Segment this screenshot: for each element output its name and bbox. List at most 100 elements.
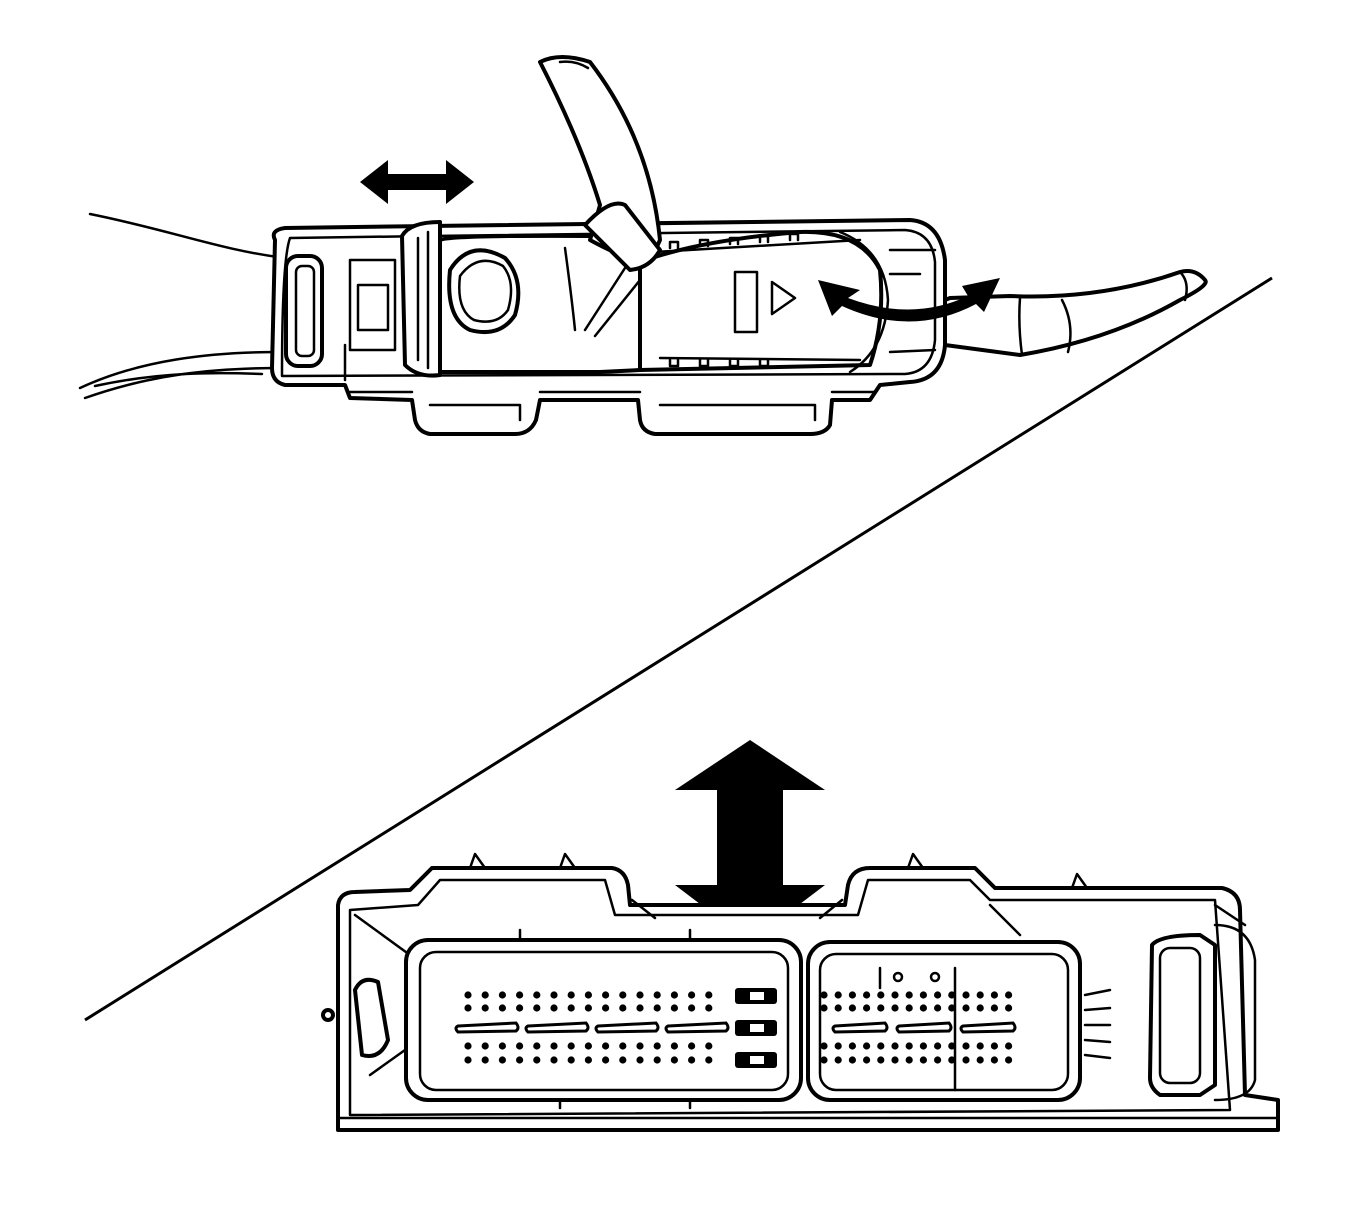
upper-connector-view bbox=[78, 55, 1208, 436]
connector-pin bbox=[464, 1056, 472, 1064]
vertical-arrow-icon bbox=[675, 740, 825, 942]
connector-pin bbox=[584, 1042, 593, 1050]
lower-module-view bbox=[321, 740, 1280, 1132]
connector-pin bbox=[670, 1004, 679, 1012]
connector-pin bbox=[619, 1042, 627, 1050]
connector-slot bbox=[831, 1021, 889, 1034]
connector-pin bbox=[863, 1004, 871, 1012]
connector-pin bbox=[567, 1042, 575, 1050]
connector-pin bbox=[877, 1004, 885, 1012]
connector-pin bbox=[498, 991, 506, 999]
connector-pin bbox=[602, 1056, 610, 1064]
lever-hinge bbox=[838, 230, 890, 374]
lever-body bbox=[638, 229, 884, 372]
connector-pin bbox=[990, 1004, 999, 1012]
connector-pin bbox=[636, 1004, 644, 1012]
end-cap-inner bbox=[294, 264, 316, 358]
lever-window bbox=[733, 270, 759, 334]
connector-pin bbox=[990, 1042, 999, 1050]
connector-pin bbox=[567, 1004, 575, 1012]
housing-base-rail bbox=[348, 390, 877, 422]
connector-pin bbox=[934, 1056, 942, 1064]
connector-slot bbox=[959, 1021, 1017, 1034]
connector-pin bbox=[636, 1056, 644, 1064]
connector-pin bbox=[619, 1056, 627, 1064]
connector-pin bbox=[636, 991, 644, 999]
end-cap bbox=[284, 254, 324, 368]
connector-pin bbox=[962, 1056, 970, 1064]
connector-pin bbox=[948, 991, 956, 999]
connector-pin bbox=[705, 991, 713, 999]
connector-slot bbox=[524, 1021, 590, 1034]
connector-pin bbox=[550, 1042, 558, 1050]
connector-pin bbox=[602, 1042, 610, 1050]
latch-hole bbox=[321, 1008, 335, 1022]
lever-triangle-icon bbox=[770, 280, 797, 316]
rotate-arrow-icon bbox=[818, 278, 1000, 322]
connector-pin bbox=[516, 1042, 524, 1050]
right-end-cap-inner bbox=[1158, 946, 1202, 1085]
harness-right bbox=[943, 269, 1208, 357]
connector-pin bbox=[962, 991, 970, 999]
connector-pin bbox=[976, 1042, 984, 1050]
oval-window-inner bbox=[458, 259, 513, 323]
connector-pin bbox=[636, 1042, 644, 1050]
slot-key-window bbox=[750, 1056, 764, 1064]
wire-top bbox=[88, 212, 287, 260]
connector-pin bbox=[1005, 1042, 1013, 1050]
right-pin-field bbox=[820, 991, 1017, 1064]
connector-pin bbox=[891, 991, 899, 999]
module-top-tabs bbox=[468, 852, 1089, 890]
right-connector-inner bbox=[818, 952, 1070, 1092]
connector-pin bbox=[848, 1004, 857, 1012]
lever-hinge-outer bbox=[888, 248, 937, 354]
left-connector-ribs bbox=[518, 928, 692, 1110]
divider-line bbox=[84, 276, 1273, 1022]
connector-pin bbox=[688, 1056, 696, 1064]
connector-pin bbox=[498, 1004, 506, 1012]
connector-pin bbox=[670, 1042, 679, 1050]
connector-pin bbox=[834, 1042, 842, 1050]
right-end-lock bbox=[1213, 923, 1257, 1102]
connector-pin bbox=[877, 1056, 885, 1064]
connector-pin bbox=[533, 991, 541, 999]
connector-pin bbox=[464, 1042, 472, 1050]
connector-pin bbox=[905, 1004, 913, 1012]
connector-pin bbox=[705, 1056, 713, 1064]
connector-pin bbox=[919, 1004, 928, 1012]
connector-pin bbox=[934, 1042, 942, 1050]
connector-pin bbox=[464, 1004, 472, 1012]
right-side-fins bbox=[1083, 988, 1112, 1060]
left-latch bbox=[353, 977, 390, 1058]
connector-pin bbox=[670, 1056, 679, 1064]
slot-key-window bbox=[750, 1024, 764, 1032]
connector-pin bbox=[934, 1004, 942, 1012]
connector-pin bbox=[705, 1042, 713, 1050]
finger-nail bbox=[558, 60, 590, 70]
connector-pin bbox=[653, 1004, 661, 1012]
connector-pin bbox=[688, 991, 696, 999]
connector-pin bbox=[567, 991, 575, 999]
connector-pin bbox=[877, 1042, 885, 1050]
connector-pin bbox=[533, 1042, 541, 1050]
left-connector-inner bbox=[418, 950, 790, 1092]
connector-pin bbox=[976, 1004, 984, 1012]
connector-pin bbox=[533, 1056, 541, 1064]
connector-pin bbox=[464, 991, 472, 999]
slide-arrow-icon bbox=[360, 160, 474, 204]
connector-pin bbox=[1005, 1004, 1013, 1012]
lever-teeth bbox=[668, 232, 800, 368]
index-hole bbox=[892, 971, 904, 983]
connector-pin bbox=[976, 991, 984, 999]
connector-pin bbox=[533, 1004, 541, 1012]
connector-pin bbox=[948, 1004, 956, 1012]
connector-pin bbox=[919, 991, 928, 999]
finger-tip-lever bbox=[583, 201, 662, 272]
connector-pin bbox=[820, 1004, 828, 1012]
connector-pin bbox=[498, 1056, 506, 1064]
connector-pin bbox=[948, 1056, 956, 1064]
lock-detail bbox=[343, 258, 397, 382]
connector-pin bbox=[688, 1042, 696, 1050]
right-connector-outer bbox=[806, 940, 1082, 1102]
connector-pin bbox=[990, 1056, 999, 1064]
